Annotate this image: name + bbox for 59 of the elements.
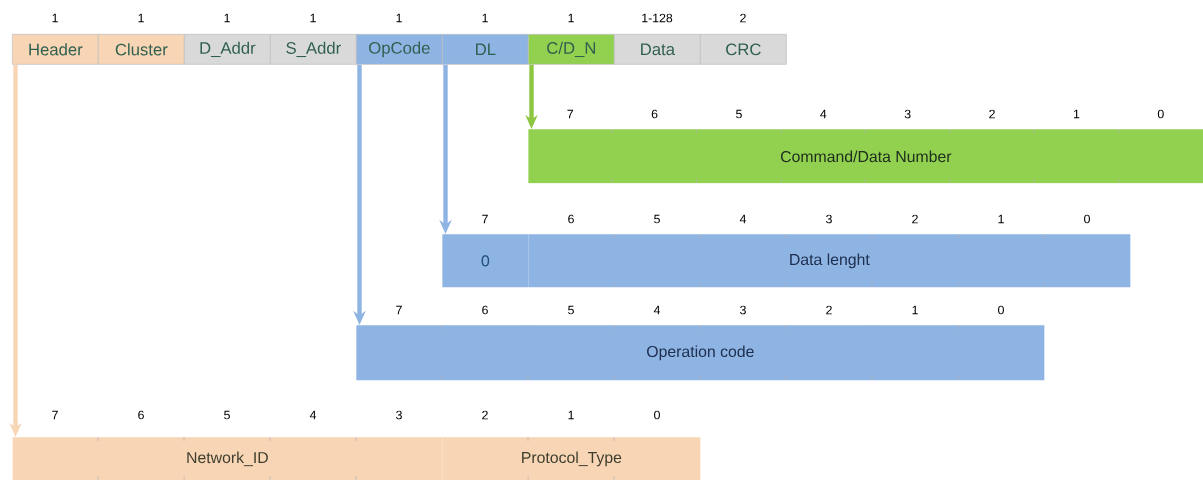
byte-count: 1 [396,13,402,23]
bit-number: 1 [912,305,918,315]
bit-field-bar: Protocol_Type [442,437,701,480]
bit-number: 6 [568,214,574,224]
bit-number: 0 [654,410,660,420]
bit-field-bar: 0 [442,234,529,288]
byte-count: 1 [310,13,316,23]
byte-count: 1 [224,13,230,23]
bit-number: 1 [1073,109,1080,119]
field-cell: Header [12,34,99,65]
bit-number: 3 [396,410,402,420]
bit-number: 5 [654,214,660,224]
bit-number: 7 [567,109,573,119]
field-cell: DL [442,34,529,65]
bit-number: 1 [998,214,1004,224]
bit-number: 2 [912,214,918,224]
bit-field-bar: Network_ID [12,437,443,480]
bit-number: 0 [1084,214,1090,224]
field-cell: Cluster [98,34,185,65]
field-cell: S_Addr [270,34,357,65]
bit-number: 2 [826,305,832,315]
field-cell: Data [614,34,701,65]
byte-count: 1 [138,13,144,23]
bit-number: 1 [568,410,574,420]
byte-count: 1-128 [642,13,673,23]
bit-number: 3 [826,214,832,224]
bit-field-bar: Operation code [356,325,1045,381]
bit-number: 7 [52,410,58,420]
field-cell: CRC [700,34,787,65]
byte-count: 1 [52,13,58,23]
bit-field-bar: Command/Data Number [528,129,1203,184]
bit-number: 4 [739,214,747,224]
bit-number: 5 [568,305,574,315]
bit-number: 5 [736,109,742,119]
node-label: Protocol_Type [522,451,622,467]
field-cell: C/D_N [528,34,615,65]
bit-number: 4 [653,305,661,315]
bit-number: 4 [309,410,317,420]
bit-number: 6 [482,305,488,315]
bit-number: 4 [820,109,827,119]
bit-number: 7 [482,214,488,224]
bit-number: 5 [224,410,230,420]
bit-number: 2 [482,410,488,420]
node-label: Network_ID [187,451,268,467]
node-label: 0 [481,255,490,267]
byte-count: 1 [482,13,488,23]
bit-number: 7 [396,305,402,315]
bit-number: 3 [904,109,911,119]
node-label: Data lenght [790,253,870,269]
bit-number: 2 [989,109,995,119]
byte-count: 2 [740,13,746,23]
field-cell: OpCode [356,34,443,65]
bit-number: 6 [651,109,658,119]
byte-count: 1 [568,13,574,23]
bit-number: 0 [1157,109,1164,119]
field-cell: D_Addr [184,34,271,65]
bit-number: 0 [998,305,1004,315]
bit-number: 3 [740,305,746,315]
bit-number: 6 [138,410,144,420]
